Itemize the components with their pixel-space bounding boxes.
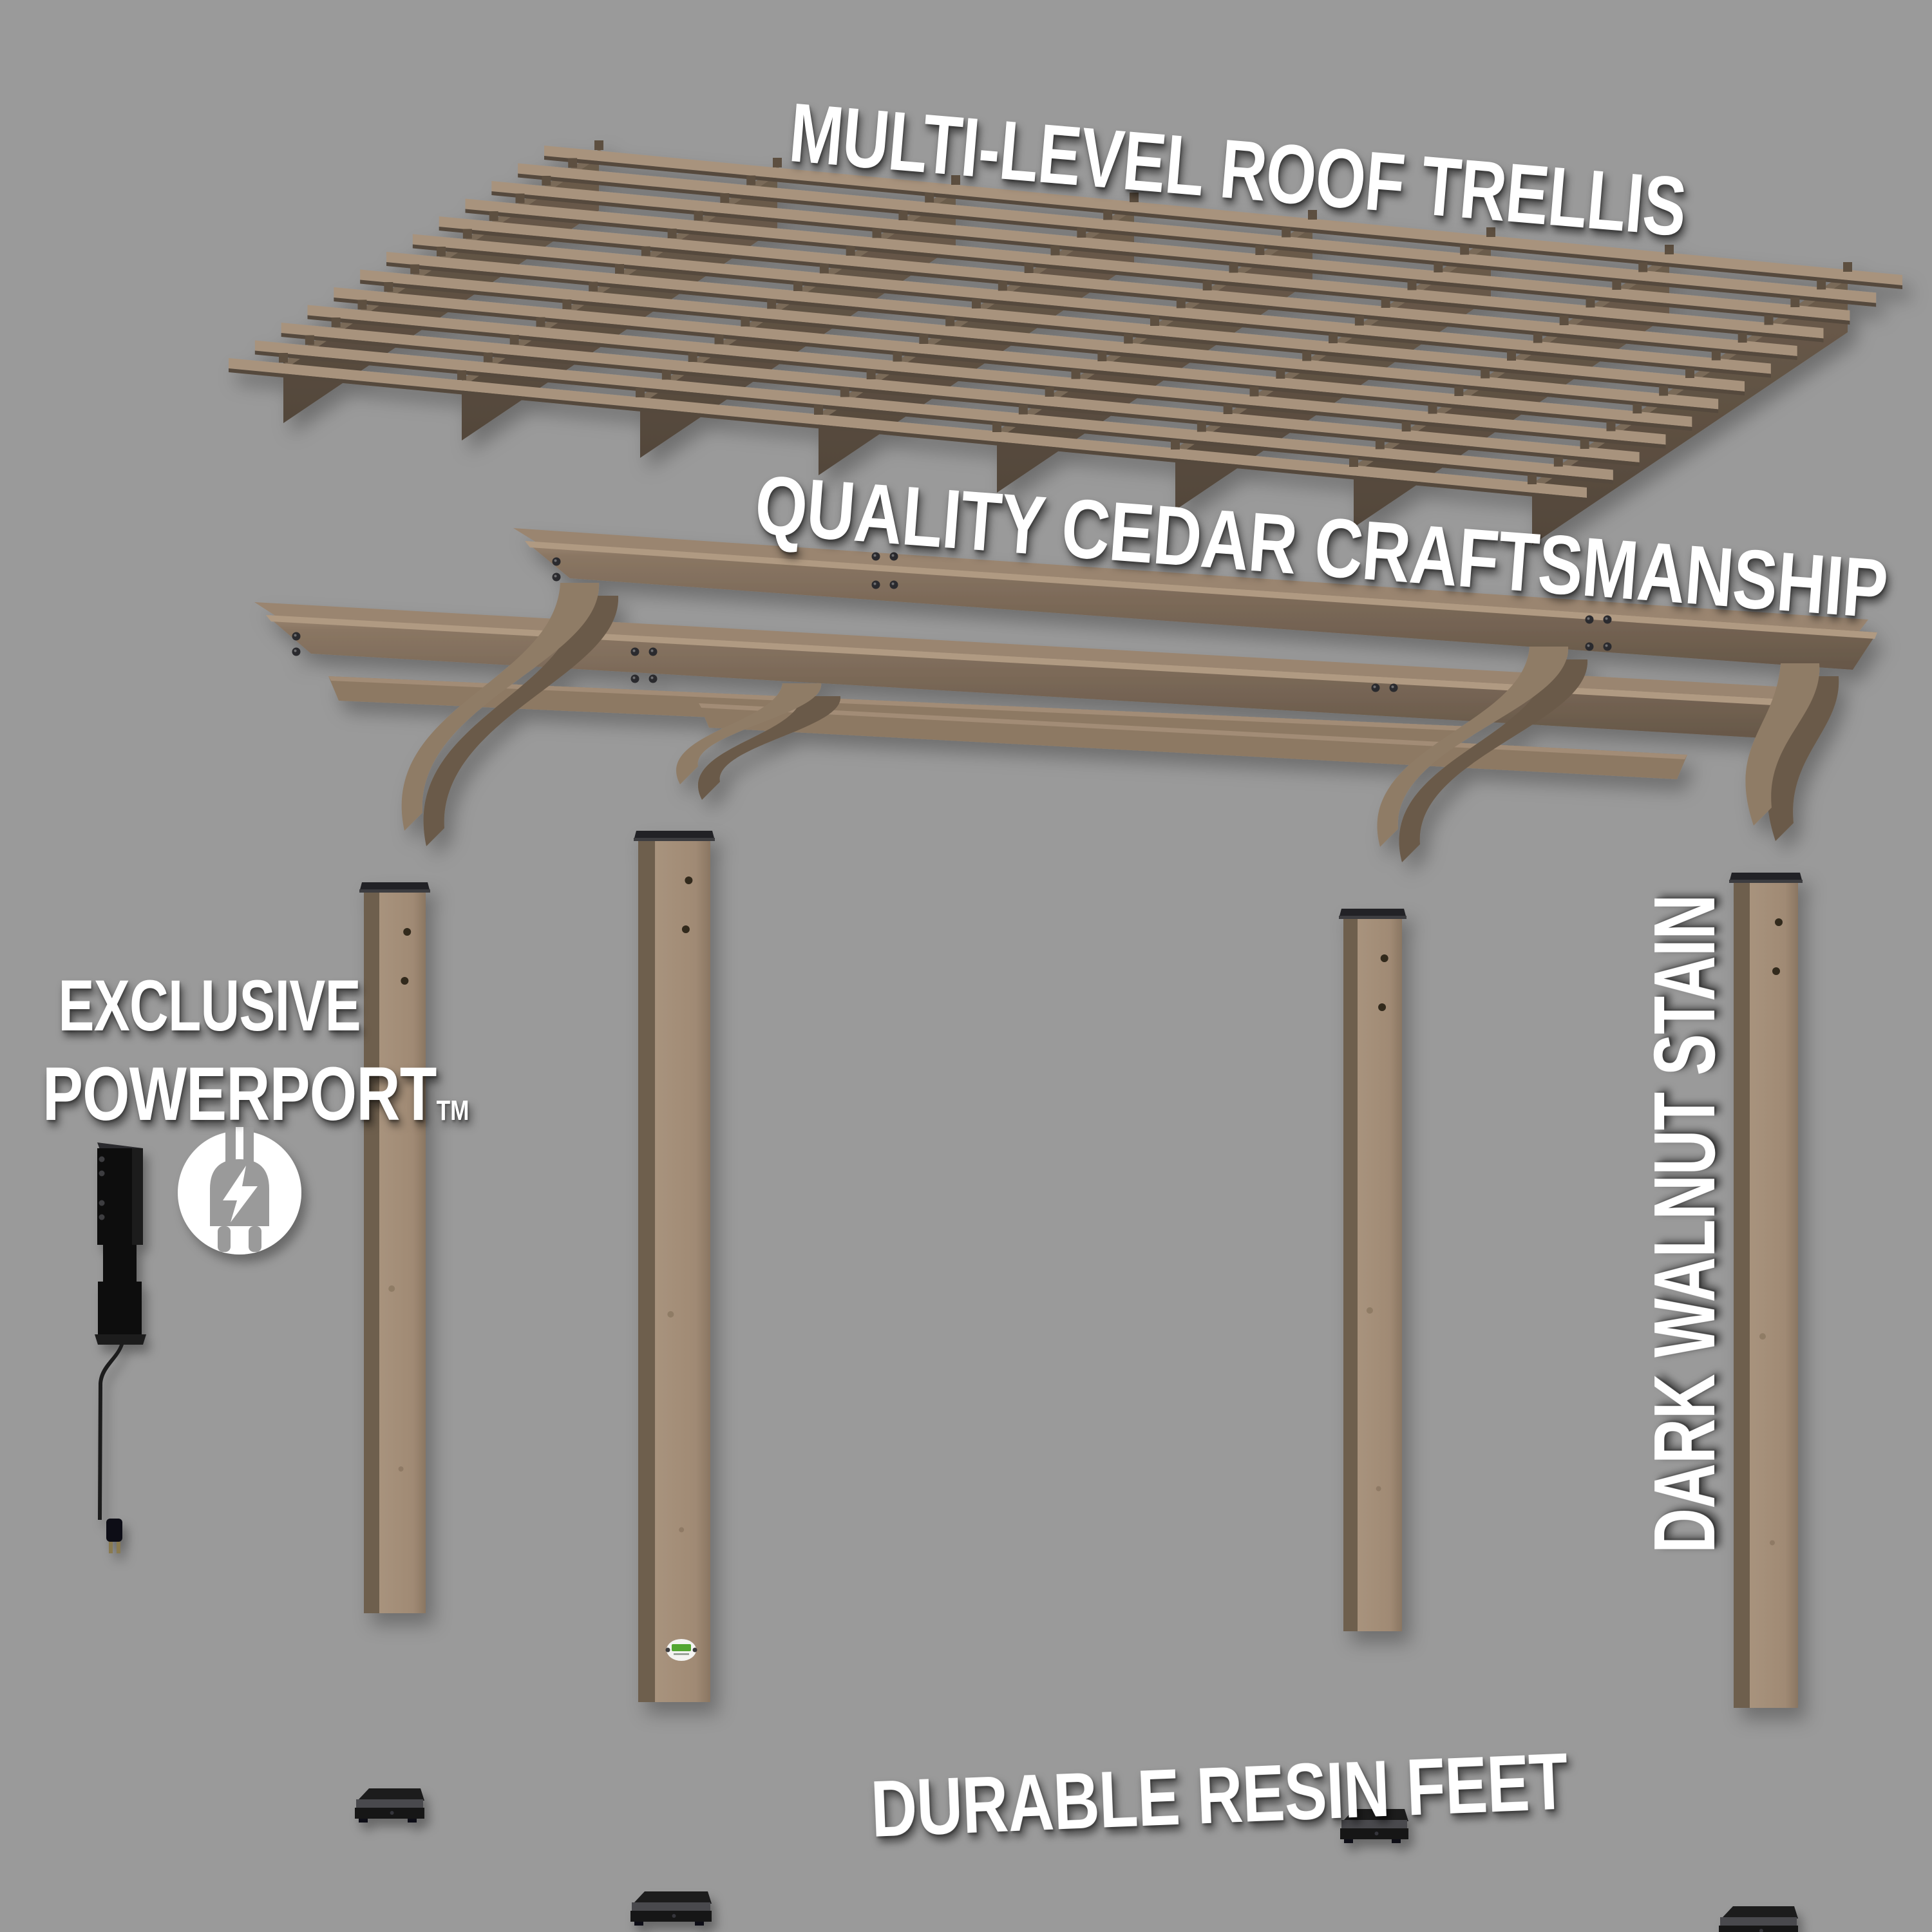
post	[1339, 909, 1406, 1631]
post	[634, 831, 715, 1702]
resin-foot	[1340, 1809, 1408, 1843]
trademark-mark: TM	[436, 1095, 469, 1126]
stain-label: DARK WALNUT STAIN	[1636, 895, 1733, 1553]
post	[359, 882, 430, 1613]
resin-foot	[355, 1788, 424, 1823]
resin-feet-illustration	[355, 1788, 1798, 1932]
posts-illustration	[359, 831, 1803, 1708]
powerport-icon	[178, 1127, 301, 1255]
exclusive-label: EXCLUSIVE	[58, 965, 361, 1046]
powerport-device-illustration	[95, 1142, 146, 1553]
powerport-label: POWERPORTTM	[43, 1056, 469, 1132]
cedar-beam-frame-illustration	[254, 528, 1877, 862]
resin-foot	[1719, 1906, 1798, 1932]
post	[1729, 873, 1803, 1708]
powerport-word: POWERPORT	[43, 1052, 437, 1137]
roof-trellis-illustration	[229, 140, 1902, 545]
resin-foot	[630, 1891, 712, 1926]
brand-badge	[665, 1639, 697, 1661]
